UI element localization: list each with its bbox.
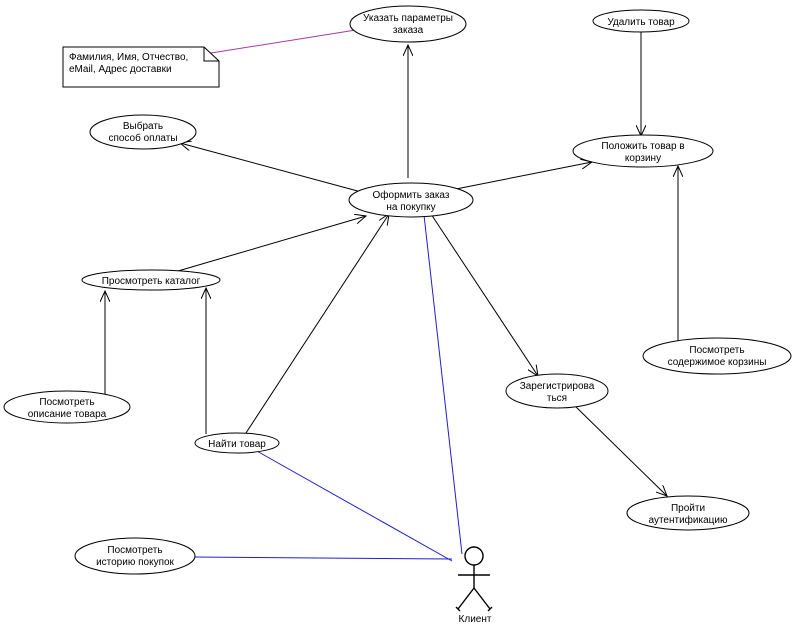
use-case-register[interactable]: Зарегистрирова ться	[505, 373, 609, 409]
use-case-label: Выбрать	[123, 120, 163, 132]
arrow-place-order-to-add-to-cart	[455, 162, 592, 190]
note-line-2: eMail, Адрес доставки	[69, 64, 172, 75]
use-case-label: Положить товар в	[601, 141, 684, 152]
arrow-place-order-to-choose-payment	[180, 143, 366, 194]
use-case-label: на покупку	[386, 202, 435, 213]
note-line-1: Фамилия, Имя, Отчество,	[69, 52, 188, 63]
use-case-label: Найти товар	[208, 439, 266, 450]
use-case-label: заказа	[393, 25, 424, 36]
use-case-view-cart[interactable]: Посмотреть содержимое корзины	[642, 337, 792, 375]
use-case-add-to-cart[interactable]: Положить товар в корзину	[572, 134, 714, 168]
use-case-label: историю покупок	[96, 557, 174, 568]
note-link	[204, 28, 363, 55]
use-case-label: Оформить заказ	[373, 189, 450, 201]
use-case-label: Посмотреть	[689, 345, 744, 356]
arrow-find-item-to-place-order	[243, 214, 389, 437]
use-case-label: Зарегистрирова	[520, 381, 595, 392]
use-case-label: Пройти	[671, 503, 705, 514]
use-case-label: аутентификацию	[649, 514, 728, 526]
use-case-view-catalog[interactable]: Просмотреть каталог	[81, 269, 221, 291]
use-case-view-item-description[interactable]: Посмотреть описание товара	[3, 390, 131, 424]
use-case-label: корзину	[625, 153, 661, 164]
actor-label: Клиент	[459, 614, 492, 625]
use-case-label: Посмотреть	[107, 545, 162, 556]
use-case-label: способ оплаты	[108, 132, 177, 144]
use-case-label: содержимое корзины	[668, 357, 767, 368]
use-case-view-purchase-history[interactable]: Посмотреть историю покупок	[74, 537, 196, 575]
arrow-register-to-authenticate	[573, 404, 667, 496]
use-case-label: Удалить товар	[607, 17, 675, 28]
use-case-place-order[interactable]: Оформить заказ на покупку	[348, 182, 474, 218]
note: Фамилия, Имя, Отчество, eMail, Адрес дос…	[62, 46, 220, 88]
association-actor-to-find-item	[254, 449, 453, 562]
use-case-label: Просмотреть каталог	[102, 276, 201, 287]
arrow-place-order-to-register	[430, 213, 538, 376]
use-case-find-item[interactable]: Найти товар	[194, 432, 280, 454]
use-case-choose-payment[interactable]: Выбрать способ оплаты	[89, 114, 197, 150]
use-case-specify-order-params[interactable]: Указать параметры заказа	[349, 5, 467, 43]
use-case-label: Посмотреть	[39, 397, 94, 408]
association-actor-to-place-order	[423, 214, 463, 555]
actor-client[interactable]: Клиент	[455, 546, 493, 625]
association-actor-to-purchase-history	[193, 556, 453, 560]
use-case-remove-item[interactable]: Удалить товар	[592, 9, 690, 33]
use-case-label: ться	[547, 393, 567, 404]
arrow-view-catalog-to-place-order	[177, 216, 366, 272]
use-case-label: Указать параметры	[363, 13, 453, 24]
actor-stick-figure-icon	[455, 546, 493, 612]
use-case-label: описание товара	[28, 409, 107, 420]
use-case-authenticate[interactable]: Пройти аутентификацию	[626, 495, 750, 531]
